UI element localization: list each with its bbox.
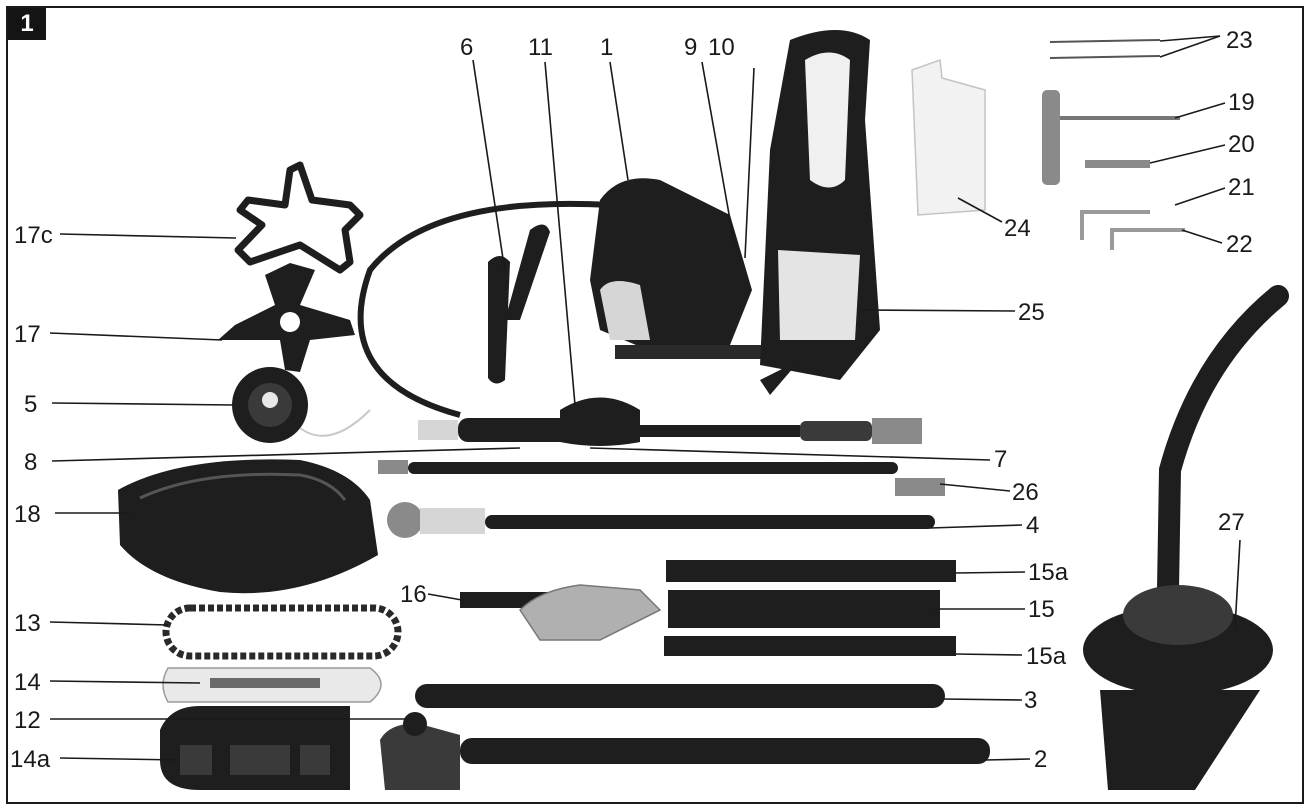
leader-line-2: [984, 758, 1031, 761]
callout-12: 12: [14, 707, 41, 734]
leader-line-14: [49, 680, 201, 684]
callout-26: 26: [1012, 479, 1039, 506]
callout-8: 8: [24, 449, 37, 476]
callout-20: 20: [1228, 131, 1255, 158]
leader-line-1: [609, 61, 629, 181]
part-26-extension-shaft: [378, 460, 945, 496]
part-flexible-cable: [357, 200, 611, 418]
callout-14a: 14a: [10, 746, 51, 773]
leader-line-16: [427, 593, 463, 601]
leader-line-6: [472, 59, 506, 273]
leader-line-15a-top: [954, 571, 1026, 574]
leader-line-13: [49, 621, 169, 626]
callout-10: 10: [708, 34, 735, 61]
part-15-hedge-trimmer: [664, 560, 956, 656]
callout-15a-top: 15a: [1028, 559, 1069, 586]
part-17-blade: [218, 263, 355, 372]
callout-1: 1: [600, 34, 613, 61]
callout-2: 2: [1034, 746, 1047, 773]
callout-14: 14: [14, 669, 41, 696]
leader-line-24: [957, 197, 1003, 223]
part-2-pole-saw-shaft: [380, 712, 990, 790]
callout-13: 13: [14, 610, 41, 637]
leader-line-4: [929, 524, 1023, 529]
part-5-spool-head: [232, 367, 371, 443]
leader-line-27: [1234, 539, 1241, 629]
part-24-oil-bottle: [911, 58, 986, 216]
leader-line-17: [49, 332, 223, 341]
callout-24: 24: [1004, 215, 1031, 242]
part-6-handle: [488, 224, 550, 384]
callout-3: 3: [1024, 687, 1037, 714]
leader-line-23a: [1159, 35, 1221, 42]
callout-6: 6: [460, 34, 473, 61]
leader-line-10: [744, 67, 755, 259]
part-1-engine: [590, 178, 765, 359]
leader-line-25: [859, 309, 1016, 312]
part-14-guide-bar: [162, 667, 382, 703]
part-4-trimmer-shaft: [387, 502, 935, 538]
callout-7: 7: [994, 446, 1007, 473]
leader-line-17c: [59, 233, 237, 239]
leader-line-21: [1174, 187, 1226, 206]
part-25-backpack: [760, 30, 880, 395]
part-3-extension-pole: [415, 684, 945, 708]
leader-line-8: [51, 447, 521, 462]
callout-4: 4: [1026, 512, 1039, 539]
part-17c-blade-outline: [234, 161, 364, 274]
part-27-blower: [1083, 285, 1289, 790]
part-13-chain: [162, 604, 402, 660]
leader-line-22: [1181, 229, 1223, 244]
leader-line-3: [941, 698, 1023, 701]
part-14a-bar-cover: [160, 706, 350, 790]
leader-line-11: [544, 61, 576, 406]
callout-27: 27: [1218, 509, 1245, 536]
leader-line-9: [701, 61, 736, 249]
callout-17c: 17c: [14, 222, 53, 249]
callout-21: 21: [1228, 174, 1255, 201]
callout-16: 16: [400, 581, 427, 608]
leader-line-7: [589, 447, 991, 461]
callout-22: 22: [1226, 231, 1253, 258]
leader-line-26: [939, 483, 1011, 492]
leader-line-14a: [59, 757, 181, 761]
callout-18: 18: [14, 501, 41, 528]
leader-line-20: [1149, 144, 1226, 164]
leader-line-15a-bottom: [954, 653, 1023, 656]
part-16-hedge-head: [460, 584, 662, 641]
callout-17: 17: [14, 321, 41, 348]
callout-9: 9: [684, 34, 697, 61]
leader-line-23b: [1159, 35, 1221, 58]
part-tools-set: [1042, 39, 1185, 250]
part-18-guard: [118, 459, 378, 594]
callout-15: 15: [1028, 596, 1055, 623]
callout-25: 25: [1018, 299, 1045, 326]
callout-23: 23: [1226, 27, 1253, 54]
leader-line-5: [51, 402, 234, 406]
leader-line-19: [1174, 102, 1226, 119]
figure-number-badge: 1: [8, 8, 46, 40]
callout-15a-bottom: 15a: [1026, 643, 1067, 670]
part-main-shaft: [418, 397, 922, 446]
callout-19: 19: [1228, 89, 1255, 116]
callout-11: 11: [528, 34, 553, 61]
callout-5: 5: [24, 391, 37, 418]
